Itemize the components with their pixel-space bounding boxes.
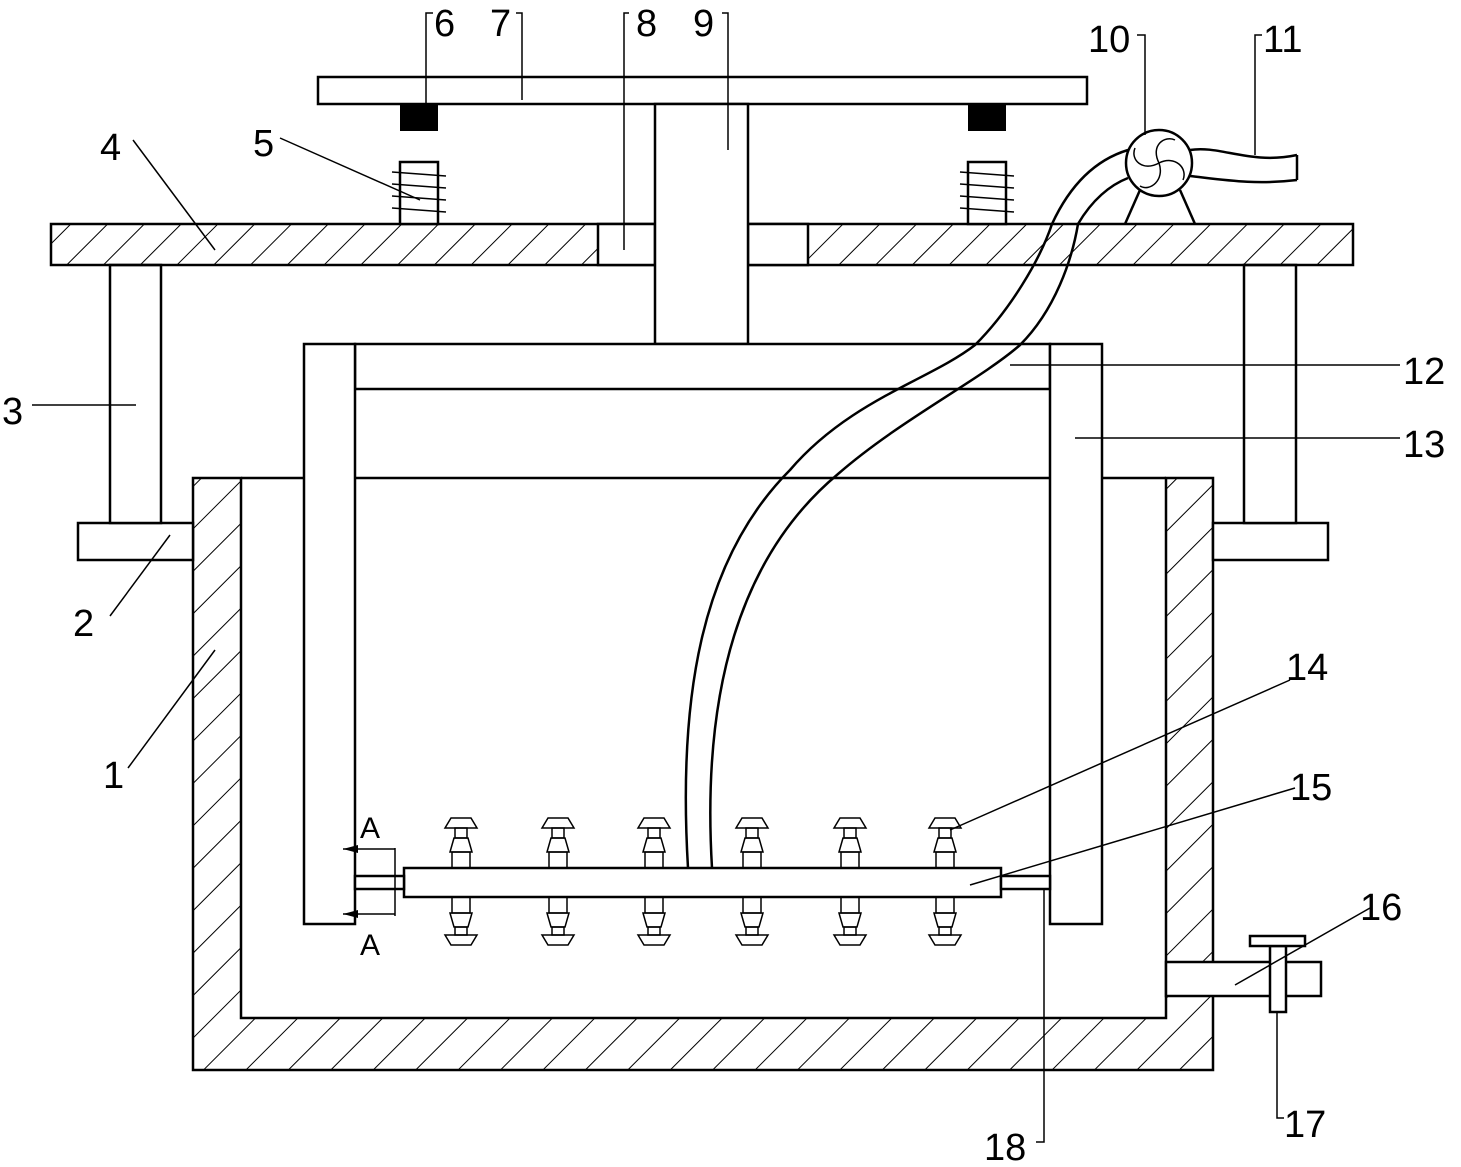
nozzle	[927, 817, 963, 946]
right-stopper	[968, 104, 1006, 131]
hose	[684, 147, 1299, 869]
label-2: 2	[73, 603, 94, 645]
right-rod	[999, 874, 1052, 891]
nozzle	[443, 817, 479, 946]
right-leg	[1048, 342, 1104, 926]
label-5: 5	[253, 123, 274, 165]
label-6: 6	[434, 3, 455, 45]
drain-valve	[1164, 934, 1323, 1014]
top-plate	[49, 222, 1355, 267]
label-11: 11	[1263, 19, 1302, 61]
frame-crossbar	[353, 342, 1052, 391]
left-rod	[353, 874, 406, 891]
left-stopper	[400, 104, 438, 131]
leader-lines	[32, 12, 1400, 1143]
nozzle	[734, 817, 770, 946]
label-8: 8	[636, 3, 657, 45]
left-leg	[302, 342, 357, 926]
label-18: 18	[984, 1127, 1026, 1167]
label-1: 1	[103, 755, 124, 797]
section-label-top: A	[360, 812, 380, 845]
label-10: 10	[1088, 19, 1130, 61]
label-13: 13	[1403, 424, 1445, 466]
spray-pipe	[402, 866, 1003, 899]
right-spring	[959, 160, 1015, 226]
label-3: 3	[2, 391, 23, 433]
left-lug	[76, 521, 195, 562]
pump	[1123, 128, 1197, 225]
shaft	[653, 102, 750, 346]
section-marks: A A	[343, 812, 396, 962]
reference-numerals: 1 2 3 4 5 6 7 8 9 10 11 12 13 14 15 16 1…	[2, 3, 1445, 1167]
label-14: 14	[1286, 647, 1328, 689]
nozzle	[540, 817, 576, 946]
right-lug	[1211, 521, 1330, 562]
label-16: 16	[1360, 887, 1402, 929]
nozzle	[636, 817, 672, 946]
label-4: 4	[100, 127, 121, 169]
right-column	[1242, 263, 1298, 525]
nozzle-row	[443, 817, 963, 946]
label-12: 12	[1403, 351, 1445, 393]
left-spring	[391, 160, 447, 226]
section-label-bottom: A	[360, 929, 380, 962]
label-17: 17	[1284, 1104, 1326, 1146]
handle-bar	[316, 75, 1089, 106]
label-7: 7	[490, 3, 511, 45]
left-column	[108, 263, 163, 525]
nozzle	[832, 817, 868, 946]
label-15: 15	[1290, 767, 1332, 809]
label-9: 9	[693, 3, 714, 45]
